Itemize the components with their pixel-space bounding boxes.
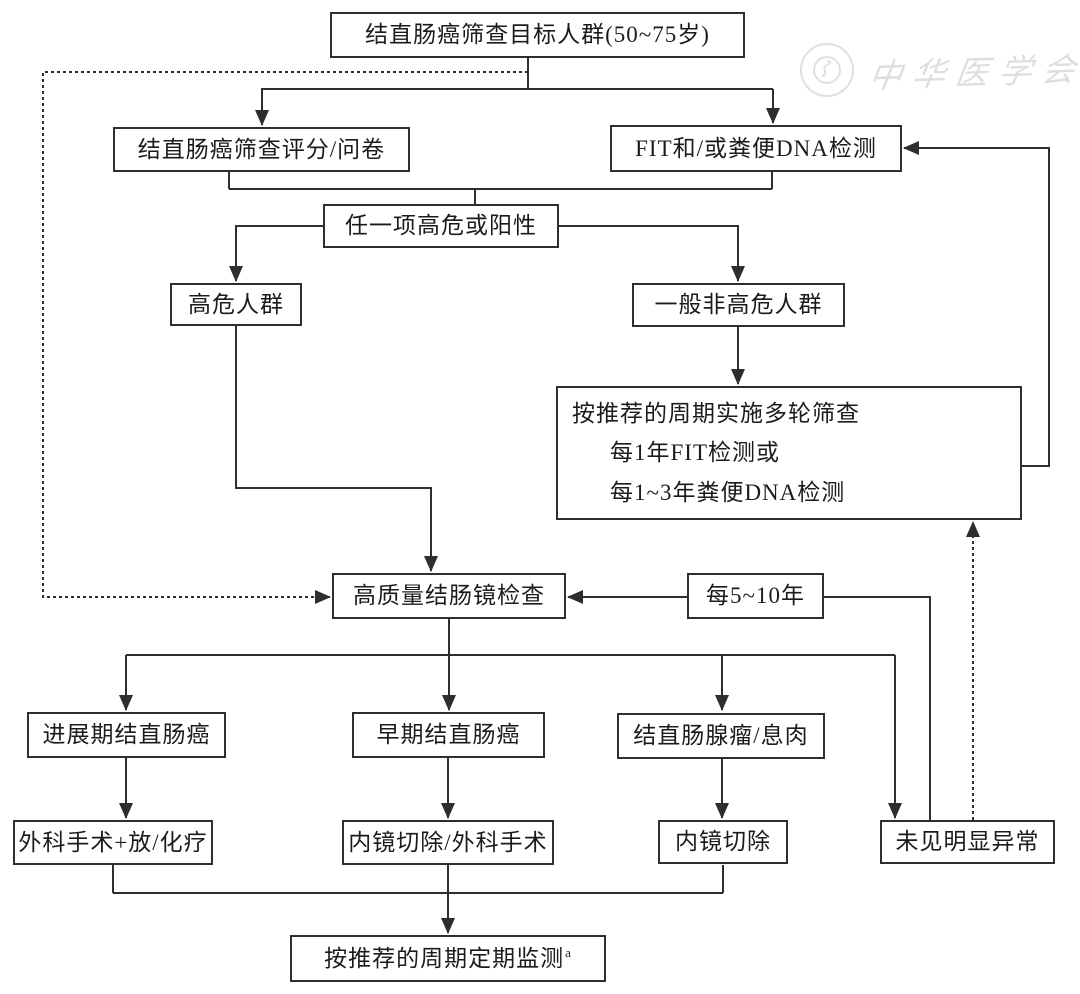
multi-round-line-1: 按推荐的周期实施多轮筛查 <box>572 400 860 426</box>
node-fit-dna-test: FIT和/或粪便DNA检测 <box>610 125 902 172</box>
node-non-high-risk-group: 一般非高危人群 <box>632 283 845 327</box>
node-no-abnormality: 未见明显异常 <box>880 820 1055 864</box>
node-advanced-crc: 进展期结直肠癌 <box>27 712 226 758</box>
node-target-population: 结直肠癌筛查目标人群(50~75岁) <box>330 12 745 58</box>
periodic-monitoring-footnote-marker: a <box>565 945 572 960</box>
connector-anyhigh-to-nonhigh <box>559 225 745 282</box>
connector-anyhigh-to-highrisk <box>229 225 323 282</box>
node-interval-5-10-years: 每5~10年 <box>687 573 824 619</box>
node-surgery-chemo: 外科手术+放/化疗 <box>13 820 213 865</box>
node-colonoscopy: 高质量结肠镜检查 <box>332 573 566 619</box>
node-endoscopic-resection: 内镜切除 <box>658 820 788 864</box>
node-screening-score: 结直肠癌筛查评分/问卷 <box>113 127 410 172</box>
multi-round-line-2: 每1年FIT检测或 <box>610 440 780 466</box>
periodic-monitoring-label: 按推荐的周期定期监测 <box>324 945 565 971</box>
connector-multiround-loop-to-fit <box>903 141 1050 467</box>
node-endoscopic-or-surgery: 内镜切除/外科手术 <box>342 820 554 865</box>
node-high-risk-group: 高危人群 <box>170 283 302 326</box>
node-early-crc: 早期结直肠癌 <box>352 712 545 758</box>
node-adenoma-polyp: 结直肠腺瘤/息肉 <box>617 713 825 759</box>
connector-dashed-direct-colonoscopy <box>42 71 528 604</box>
node-any-high-or-positive: 任一项高危或阳性 <box>323 204 559 248</box>
multi-round-line-3: 每1~3年粪便DNA检测 <box>610 479 846 505</box>
connector-split-to-score <box>255 88 773 126</box>
node-multi-round-screening: 按推荐的周期实施多轮筛查 每1年FIT检测或 每1~3年粪便DNA检测 <box>556 386 1022 520</box>
connector-normal-to-interval <box>824 596 931 820</box>
connector-highrisk-to-colonoscopy <box>235 326 438 572</box>
